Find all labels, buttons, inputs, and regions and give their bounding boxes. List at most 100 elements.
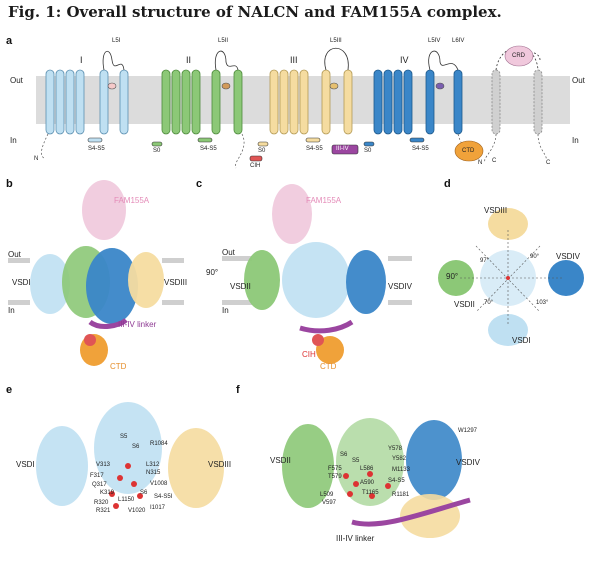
panel-label-e: e — [6, 384, 13, 396]
residue-label: L509 — [320, 492, 334, 498]
vsdi-label-e: VSDI — [16, 460, 35, 469]
panel-a-out: Out — [10, 76, 23, 85]
vsdiii-label-e: VSDIII — [208, 460, 232, 469]
loop-l5iii: L5III — [330, 38, 342, 44]
residue-label: I1017 — [150, 505, 166, 511]
vsdii-label-c: VSDII — [230, 282, 251, 291]
figure-title: Fig. 1: Overall structure of NALCN and F… — [8, 3, 502, 21]
panel-label-c: c — [196, 178, 203, 190]
vsdiii-label-d: VSDIII — [484, 206, 508, 215]
iii-iv-label: III-IV — [336, 146, 349, 152]
panel-label-b: b — [6, 178, 13, 190]
loop-l6iv: L6IV — [452, 38, 465, 44]
residue-label: R321 — [96, 508, 111, 514]
angle-70: 70° — [484, 300, 494, 306]
residue-label: N315 — [146, 470, 161, 476]
s0-ii: S0 — [153, 148, 161, 154]
panel-label-f: f — [236, 384, 240, 396]
ctd-label-a: CTD — [462, 148, 475, 154]
linker-label-b: III-IV linker — [118, 320, 157, 329]
s4s5-linker-i: S4-S5 — [88, 146, 105, 152]
c-term-a: C — [492, 158, 497, 164]
residue-label: R1084 — [150, 441, 168, 447]
residue-label: Y578 — [388, 446, 403, 452]
residue-label: F575 — [328, 466, 342, 472]
fam155a-label-b: FAM155A — [114, 196, 150, 205]
fam155a-label-c: FAM155A — [306, 196, 342, 205]
panel-label-a: a — [6, 35, 13, 47]
s4s5-linker-iv: S4-S5 — [412, 146, 429, 152]
residue-label: V1020 — [128, 508, 146, 514]
residue-label: T1165 — [362, 490, 379, 496]
residue-label: S6 — [340, 452, 348, 458]
domain-i-label: I — [80, 55, 83, 65]
residue-label: Q317 — [92, 482, 107, 488]
cih-label: CIH — [250, 163, 261, 169]
residue-label: Y582 — [392, 456, 407, 462]
vsdi-label-d: VSDI — [512, 336, 531, 345]
residue-label: S5 — [120, 434, 128, 440]
residue-label: F317 — [90, 473, 104, 479]
vsdiv-label-d: VSDIV — [556, 252, 581, 261]
ctd-label-b: CTD — [110, 362, 127, 371]
residue-label: V1008 — [150, 481, 168, 487]
panel-a-out-right: Out — [572, 76, 585, 85]
domain-ii-label: II — [186, 55, 192, 65]
vsdiv-label-c: VSDIV — [388, 282, 413, 291]
loop-l5ii: L5II — [218, 38, 229, 44]
rotation-label-d: 90° — [446, 272, 459, 281]
vsdii-label-d: VSDII — [454, 300, 475, 309]
residue-label: L1150 — [118, 497, 135, 503]
crd-label: CRD — [512, 53, 525, 59]
angle-97: 97° — [480, 258, 490, 264]
panel-a-in-right: In — [572, 136, 579, 145]
residue-label: A590 — [360, 480, 375, 486]
ctd-label-c: CTD — [320, 362, 337, 371]
vsdiii-label-b: VSDIII — [164, 278, 188, 287]
residue-label: K319 — [100, 490, 115, 496]
n-term-a: N — [34, 156, 39, 162]
panel-label-d: d — [444, 178, 451, 190]
linker-label-f: III-IV linker — [336, 534, 375, 543]
panel-a-in: In — [10, 136, 17, 145]
s4s5-linker-iii: S4-S5 — [306, 146, 323, 152]
residue-label: R1181 — [392, 492, 410, 498]
residue-label: L312 — [146, 462, 160, 468]
vsdi-label-b: VSDI — [12, 278, 31, 287]
residue-label: V313 — [96, 462, 111, 468]
n-term-fam: N — [478, 160, 483, 166]
in-label-b: In — [8, 306, 15, 315]
loop-l5i: L5I — [112, 38, 121, 44]
residue-label: S6 — [140, 490, 148, 496]
s0-iii: S0 — [258, 148, 266, 154]
residue-label: T579 — [328, 474, 342, 480]
residue-label: M1133 — [392, 467, 410, 473]
vsdii-label-f: VSDII — [270, 456, 291, 465]
c-term-fam: C — [546, 160, 551, 166]
residue-label: R320 — [94, 500, 109, 506]
angle-103: 103° — [536, 300, 549, 306]
residue-label: S5 — [352, 458, 360, 464]
s0-iv: S0 — [364, 148, 372, 154]
residue-label: S6 — [132, 444, 140, 450]
residue-label: S4-S5 — [388, 478, 405, 484]
angle-90: 90° — [530, 254, 540, 260]
residue-label: V597 — [322, 500, 337, 506]
out-label-b: Out — [8, 250, 21, 259]
vsdiv-label-f: VSDIV — [456, 458, 481, 467]
residue-label: S4-S5I — [154, 494, 173, 500]
residue-label: L586 — [360, 466, 374, 472]
domain-iv-label: IV — [400, 55, 409, 65]
loop-l5iv: L5IV — [428, 38, 441, 44]
domain-iii-label: III — [290, 55, 298, 65]
s4s5-linker-ii: S4-S5 — [200, 146, 217, 152]
cih-label-c: CIH — [302, 350, 316, 359]
residue-label: W1297 — [458, 428, 478, 434]
in-label-c: In — [222, 306, 229, 315]
rotation-label-c: 90° — [206, 268, 219, 277]
